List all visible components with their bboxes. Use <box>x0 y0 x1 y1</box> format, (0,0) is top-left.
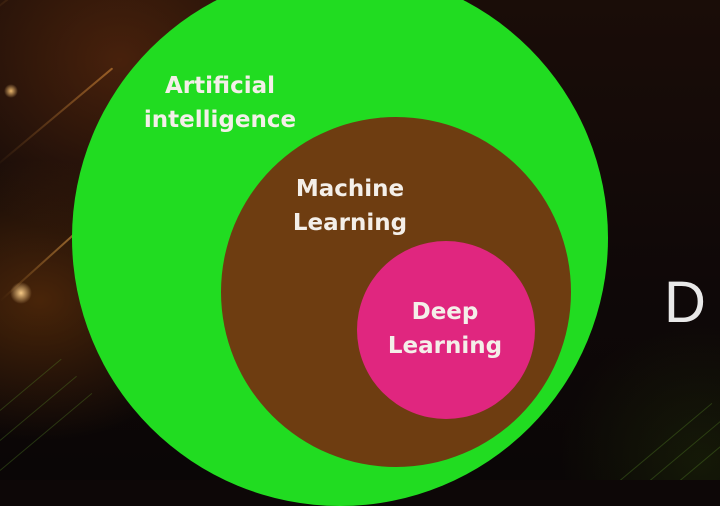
grid-line <box>679 441 720 480</box>
side-heading-fragment: D <box>664 270 706 335</box>
label-line: intelligence <box>143 107 297 133</box>
grid-line <box>0 358 62 411</box>
grid-line <box>0 392 93 471</box>
grid-line <box>0 375 77 441</box>
label-line: Deep <box>411 299 479 325</box>
light-glow <box>4 84 18 98</box>
deep-learning-circle <box>357 241 535 419</box>
label-line: Learning <box>387 333 503 359</box>
machine-learning-label: Machine Learning <box>270 172 430 240</box>
artificial-intelligence-label: Artificial intelligence <box>140 69 300 137</box>
light-glow <box>10 282 32 304</box>
label-line: Machine <box>295 176 405 202</box>
grid-line <box>619 402 713 480</box>
label-line: Learning <box>292 210 408 236</box>
light-streak <box>0 0 154 22</box>
label-line: Artificial <box>165 73 275 99</box>
deep-learning-label: Deep Learning <box>370 295 520 363</box>
